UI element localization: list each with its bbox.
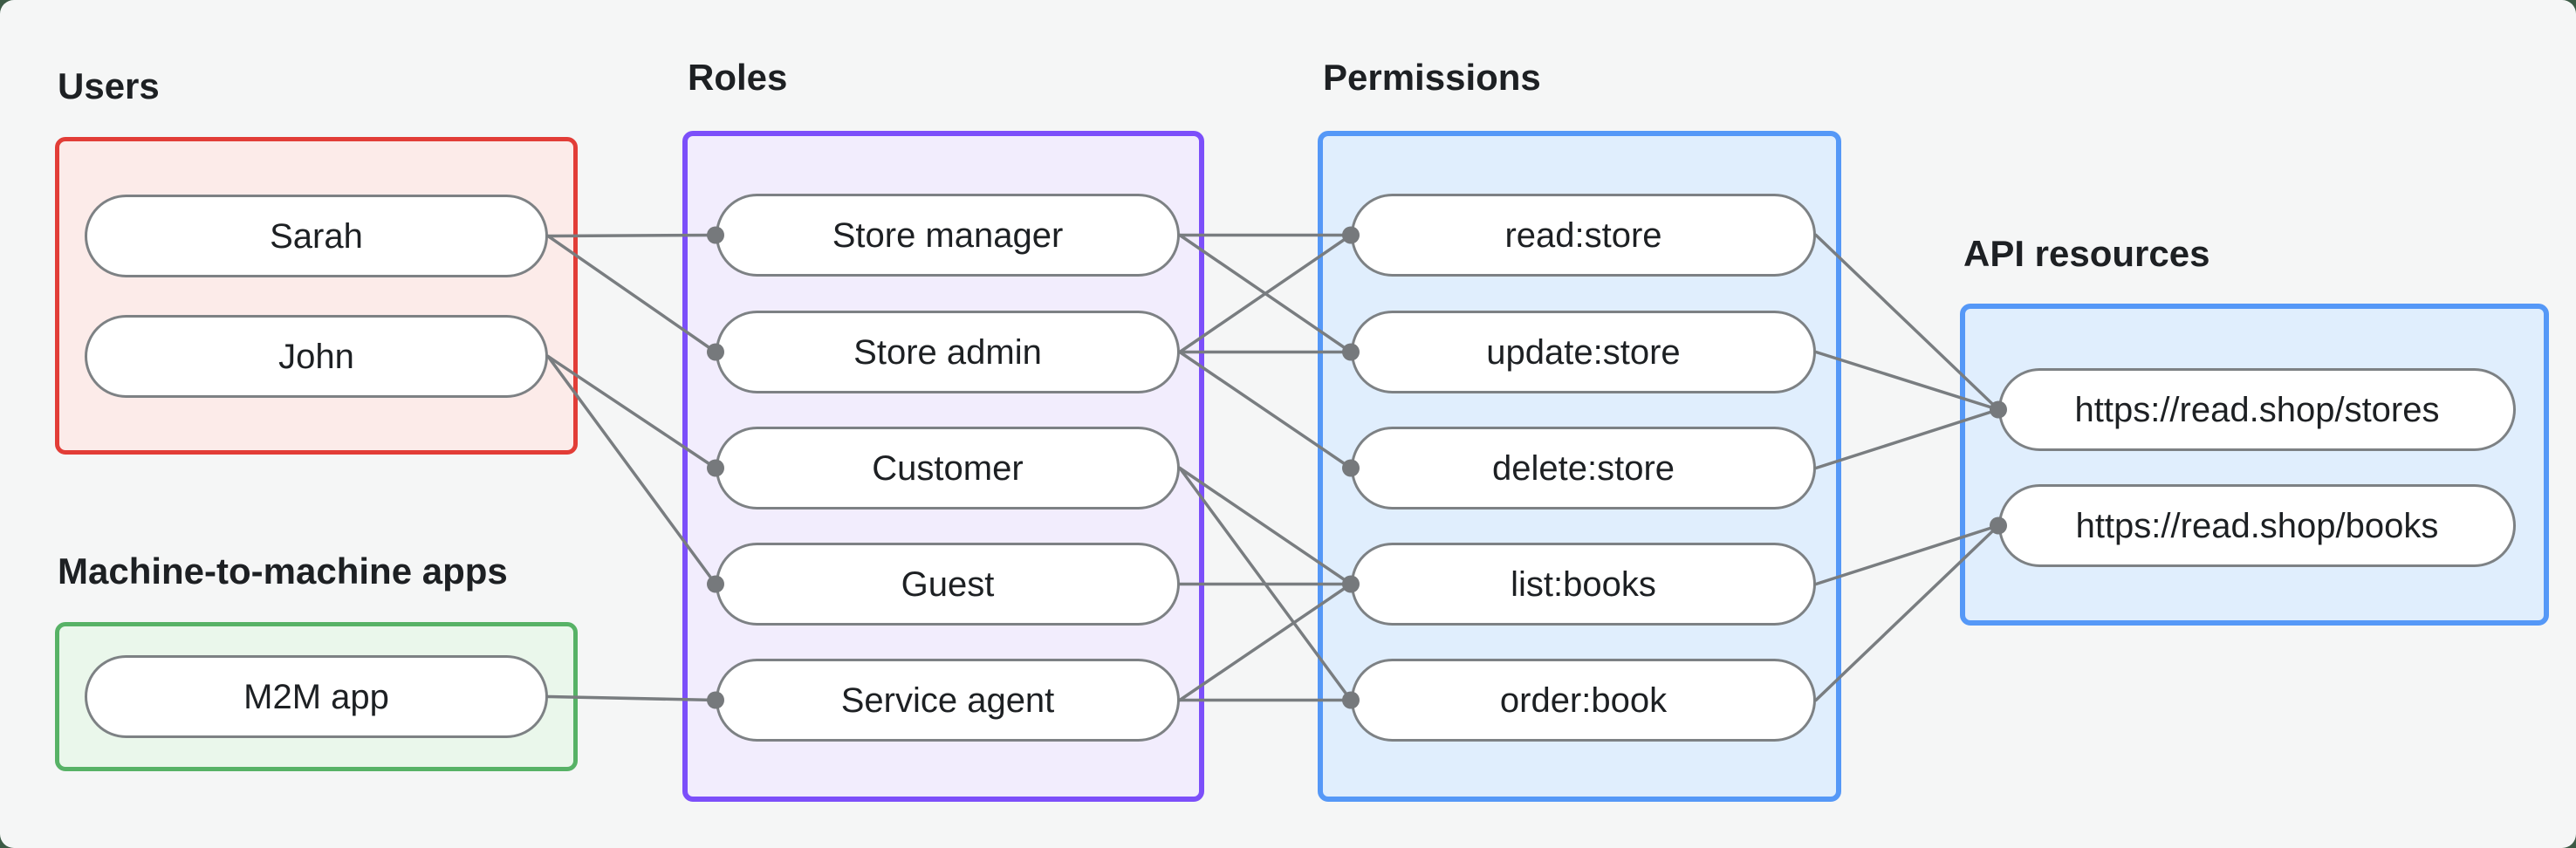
- node-service-agent: Service agent: [716, 659, 1180, 742]
- node-label: delete:store: [1491, 448, 1675, 488]
- node-label: Guest: [901, 564, 995, 604]
- node-label: list:books: [1511, 564, 1656, 604]
- node-john: John: [85, 315, 548, 398]
- node-label: Customer: [872, 448, 1024, 488]
- node-order-book: order:book: [1351, 659, 1816, 742]
- node-label: update:store: [1486, 332, 1681, 372]
- api-group-title: API resources: [1963, 233, 2210, 274]
- node-label: order:book: [1499, 680, 1668, 720]
- node-label: https://read.shop/stores: [2074, 390, 2440, 429]
- node-books: https://read.shop/books: [1998, 484, 2516, 567]
- node-label: Store admin: [853, 332, 1042, 372]
- users-group-box: [55, 137, 578, 455]
- node-label: M2M app: [243, 677, 389, 716]
- node-list-books: list:books: [1351, 543, 1816, 626]
- roles-group-title: Roles: [688, 57, 788, 98]
- node-read-store: read:store: [1351, 194, 1816, 277]
- node-delete-store: delete:store: [1351, 427, 1816, 509]
- m2m-group-title: Machine-to-machine apps: [58, 551, 508, 592]
- node-label: John: [278, 337, 354, 376]
- node-customer: Customer: [716, 427, 1180, 509]
- users-group-title: Users: [58, 65, 160, 106]
- node-sarah: Sarah: [85, 195, 548, 277]
- node-store-admin: Store admin: [716, 311, 1180, 393]
- node-guest: Guest: [716, 543, 1180, 626]
- node-label: Sarah: [270, 216, 363, 256]
- node-label: Service agent: [840, 680, 1055, 720]
- permissions-group-title: Permissions: [1323, 57, 1541, 98]
- node-stores: https://read.shop/stores: [1998, 368, 2516, 451]
- node-m2m-app: M2M app: [85, 655, 548, 738]
- api-group-box: [1960, 304, 2549, 626]
- node-store-manager: Store manager: [716, 194, 1180, 277]
- node-update-store: update:store: [1351, 311, 1816, 393]
- node-label: read:store: [1504, 215, 1662, 255]
- node-label: Store manager: [832, 215, 1064, 255]
- node-label: https://read.shop/books: [2075, 506, 2439, 545]
